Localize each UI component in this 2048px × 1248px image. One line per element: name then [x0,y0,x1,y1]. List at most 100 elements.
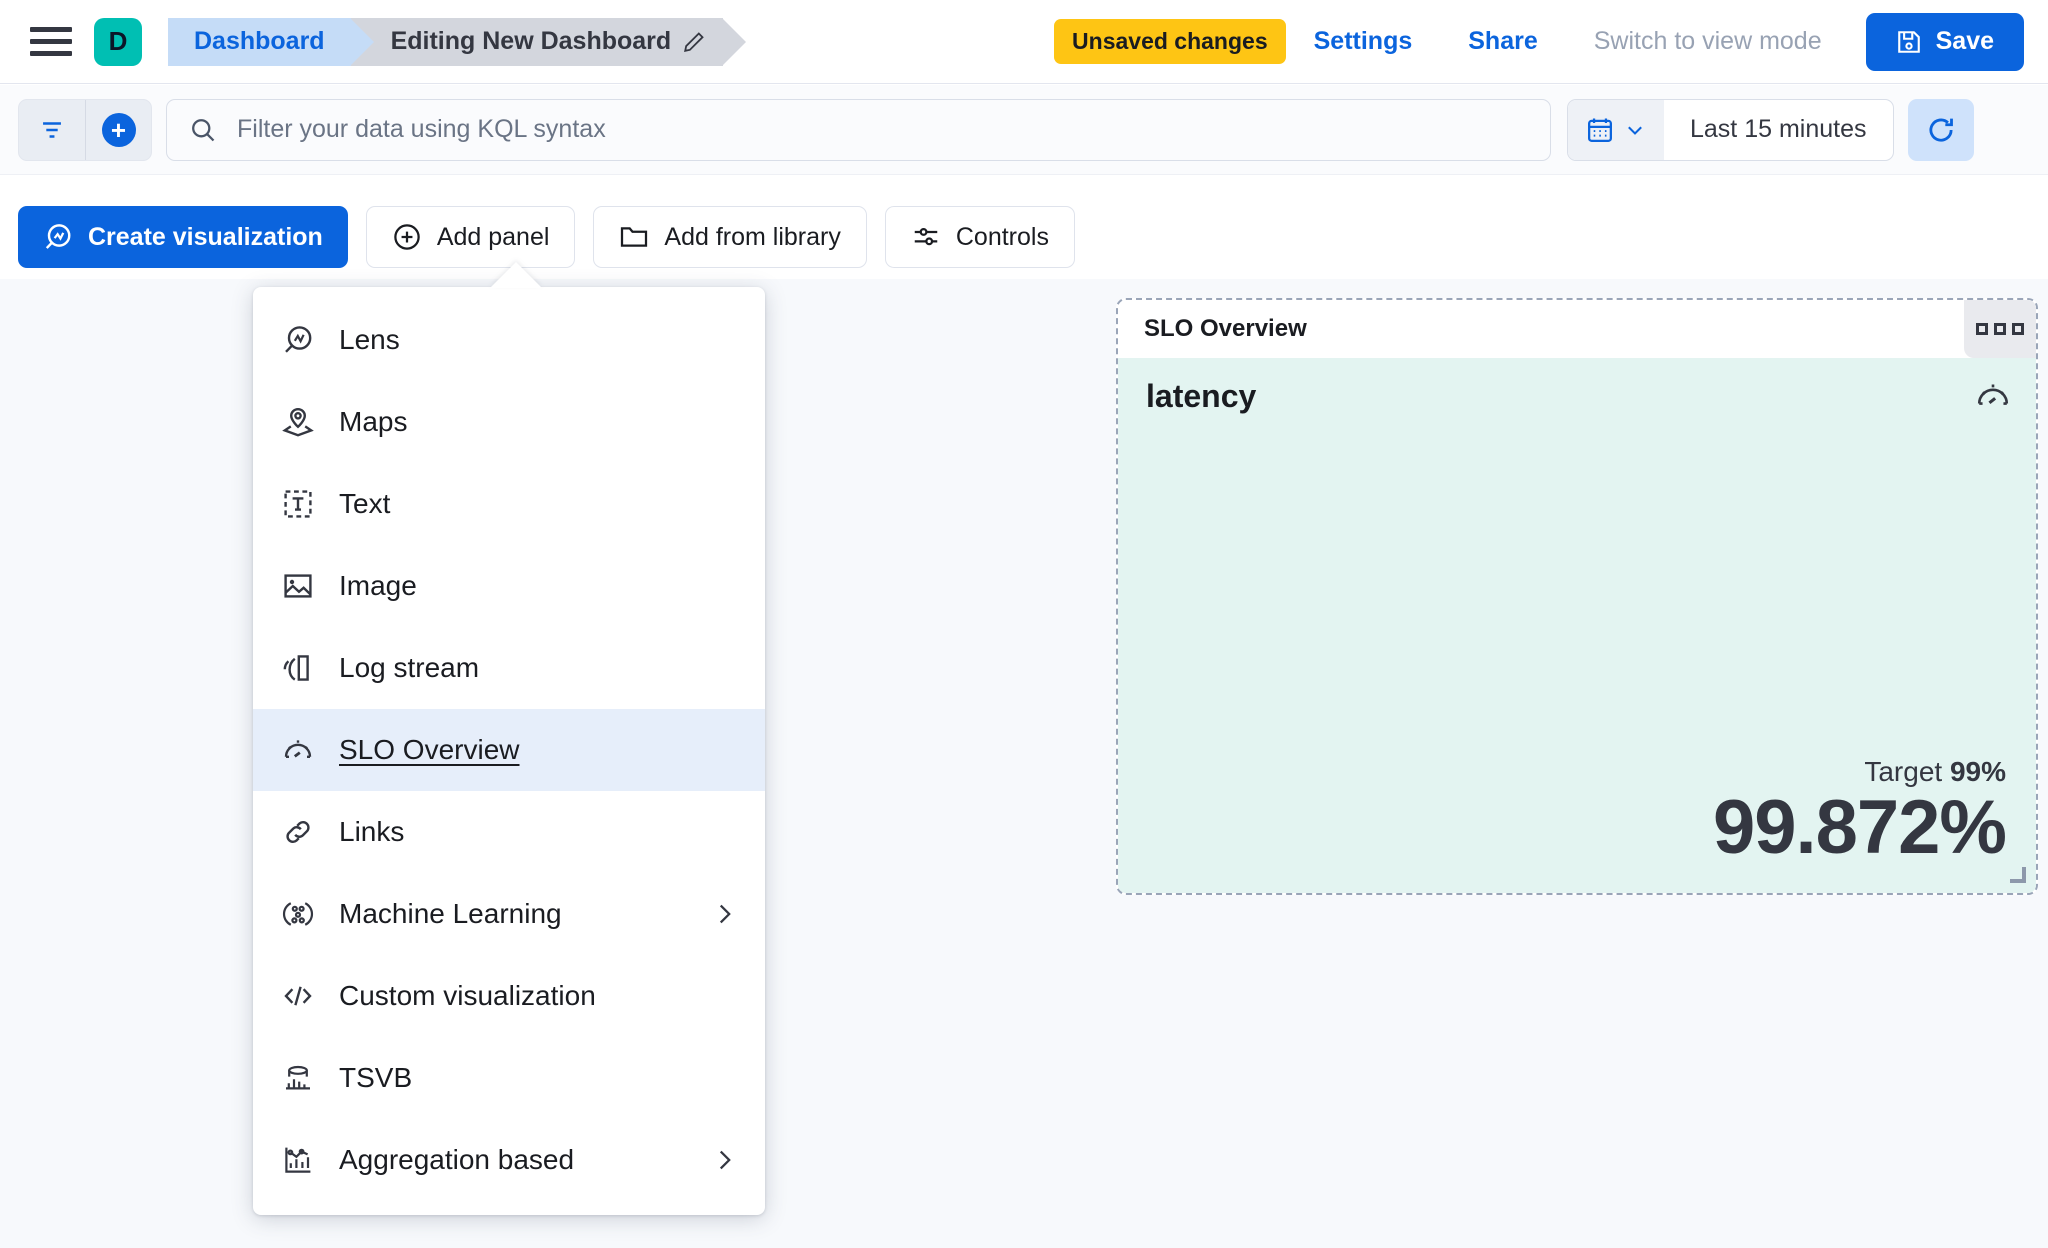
save-button-label: Save [1935,27,1994,55]
slo-name: latency [1146,378,1257,414]
controls-button[interactable]: Controls [884,206,1075,268]
search-field[interactable] [166,98,1551,161]
code-icon [281,979,315,1013]
menu-item-label: Lens [339,324,400,355]
menu-item-label: SLO Overview [339,734,520,765]
image-icon [281,569,315,603]
refresh-button[interactable] [1907,98,1974,161]
log-stream-icon [281,651,315,685]
avatar[interactable]: D [94,17,142,66]
popover-arrow [490,262,542,288]
menu-item-aggregation-based[interactable]: Aggregation based [253,1119,765,1201]
text-box-icon [281,487,315,521]
plus-circle-outline-icon [392,222,422,252]
add-panel-label: Add panel [436,222,550,251]
app-header: D Dashboard Editing New Dashboard Unsave… [0,0,2048,84]
aggregation-chart-icon [281,1143,315,1177]
menu-item-label: Machine Learning [339,898,562,929]
save-button[interactable]: Save [1865,12,2024,71]
add-from-library-label: Add from library [664,222,841,251]
status-badge-unsaved[interactable]: Unsaved changes [1054,19,1286,64]
menu-item-label: Image [339,570,417,601]
hamburger-bar [30,39,72,44]
panel-title: SLO Overview [1144,315,1307,342]
menu-item-log-stream[interactable]: Log stream [253,627,765,709]
lens-icon [281,323,315,357]
machine-learning-icon [281,897,315,931]
add-filter-button[interactable]: + [85,99,151,160]
time-range-display[interactable]: Last 15 minutes [1690,115,1867,143]
calendar-icon [1586,116,1614,144]
slo-overview-panel[interactable]: SLO Overview latency Target 99% 99.872% [1116,298,2038,895]
plus-circle-icon: + [101,112,136,147]
date-quick-select-button[interactable] [1568,99,1664,160]
add-panel-menu: Lens Maps Text Image [253,287,765,1215]
settings-link[interactable]: Settings [1313,27,1413,55]
date-picker: Last 15 minutes [1567,98,1894,161]
breadcrumb-item-current[interactable]: Editing New Dashboard [350,17,746,66]
controls-label: Controls [955,222,1049,251]
breadcrumb-root-label: Dashboard [194,27,325,55]
breadcrumb-current-label: Editing New Dashboard [390,27,672,55]
sliders-icon [911,222,941,252]
dashboard-toolbar: Create visualization Add panel Add from … [0,195,2048,279]
save-disk-icon [1896,29,1922,55]
chevron-down-icon [1624,119,1646,141]
add-panel-button[interactable]: Add panel [365,206,576,268]
menu-item-label: Text [339,488,391,519]
menu-item-label: TSVB [339,1062,413,1093]
menu-item-custom-visualization[interactable]: Custom visualization [253,955,765,1037]
share-link[interactable]: Share [1468,27,1538,55]
panel-body: latency Target 99% 99.872% [1118,358,2036,893]
menu-item-lens[interactable]: Lens [253,299,765,381]
slo-target-value: 99% [1949,755,2006,787]
menu-item-label: Log stream [339,652,480,683]
folder-icon [619,222,649,252]
menu-item-slo-overview[interactable]: SLO Overview [253,709,765,791]
menu-item-label: Maps [339,406,408,437]
tsvb-chart-icon [281,1061,315,1095]
menu-item-text[interactable]: Text [253,463,765,545]
menu-item-links[interactable]: Links [253,791,765,873]
menu-item-label: Links [339,816,405,847]
chevron-right-icon [711,1147,737,1173]
filter-icon[interactable] [19,100,85,160]
slo-target-label: Target [1864,755,1943,787]
breadcrumb: Dashboard Editing New Dashboard [168,17,746,66]
pencil-icon[interactable] [683,31,705,53]
search-input[interactable] [237,115,1528,144]
lens-icon [43,222,73,252]
header-actions: Unsaved changes Settings Share Switch to… [1054,12,2048,71]
slo-target: Target 99% [1713,756,2006,788]
three-squares-icon [1994,323,2006,335]
menu-item-label: Aggregation based [339,1144,575,1175]
menu-item-maps[interactable]: Maps [253,381,765,463]
panel-header: SLO Overview [1118,300,2036,358]
three-squares-icon [2012,323,2024,335]
create-visualization-label: Create visualization [88,222,323,251]
filter-button-group: + [18,98,152,161]
hamburger-bar [30,27,72,32]
menu-item-label: Custom visualization [339,980,596,1011]
query-bar: + Last 15 minutes [0,85,2048,175]
hamburger-bar [30,51,72,56]
menu-item-image[interactable]: Image [253,545,765,627]
menu-item-machine-learning[interactable]: Machine Learning [253,873,765,955]
link-icon [281,815,315,849]
chevron-right-icon [711,901,737,927]
slo-stats: Target 99% 99.872% [1712,756,2007,870]
switch-to-view-mode-link[interactable]: Switch to view mode [1593,27,1822,55]
resize-corner-icon[interactable] [2010,867,2026,883]
hamburger-icon[interactable] [30,25,72,59]
add-from-library-button[interactable]: Add from library [593,206,867,268]
menu-item-tsvb[interactable]: TSVB [253,1037,765,1119]
map-marker-layers-icon [281,405,315,439]
breadcrumb-item-dashboard[interactable]: Dashboard [168,17,374,66]
create-visualization-button[interactable]: Create visualization [18,206,348,268]
gauge-icon [281,733,315,767]
slo-current-value: 99.872% [1712,784,2007,870]
panel-context-menu-button[interactable] [1964,300,2036,358]
three-squares-icon [1976,323,1988,335]
search-icon [189,116,217,144]
gauge-icon [1974,376,2012,414]
